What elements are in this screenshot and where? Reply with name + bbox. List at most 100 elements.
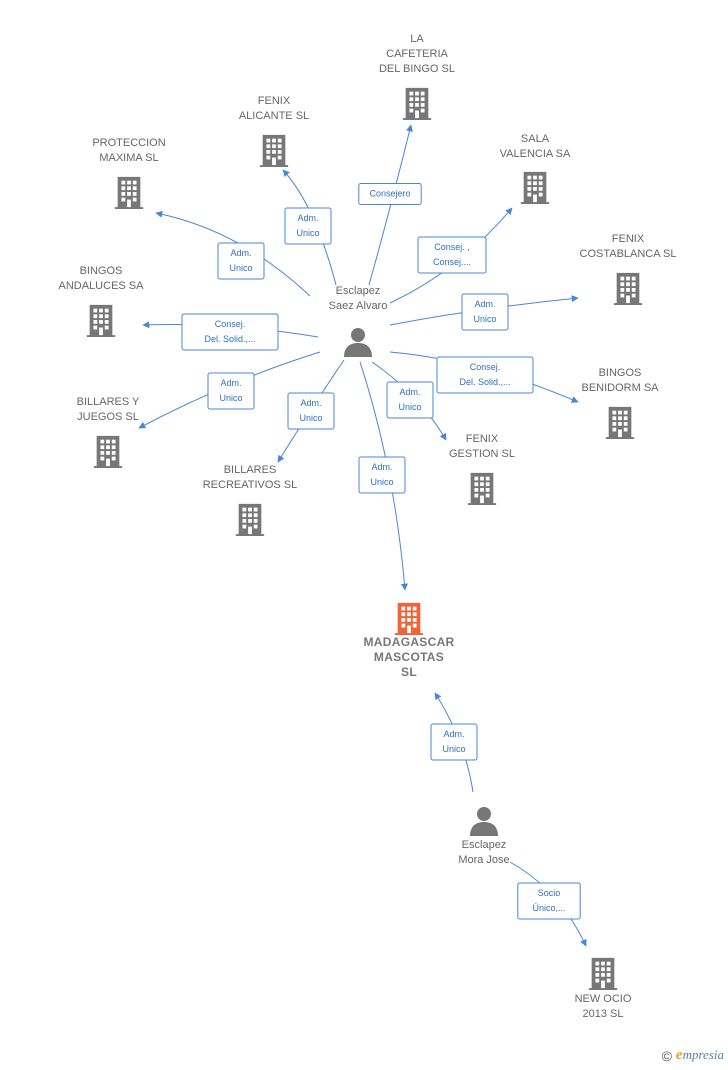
copyright-footer: © empresia [662, 1047, 724, 1064]
node-label: NEW OCIO [575, 993, 632, 1005]
node-label: Esclapez [336, 285, 381, 297]
edge-label-box[interactable] [417, 236, 487, 274]
edge-label-text: Consej. [215, 319, 246, 329]
node-label: 2013 SL [583, 1008, 624, 1020]
edge-label-box[interactable] [217, 242, 265, 280]
edge-label-box[interactable] [386, 381, 434, 419]
edge-label-box[interactable] [207, 372, 255, 410]
building-icon[interactable] [114, 176, 144, 209]
edge-label-box[interactable] [181, 313, 279, 351]
node-billares-recreativos[interactable]: BILLARES RECREATIVOS SL [203, 464, 298, 536]
edge-label-text: Adm. [474, 299, 495, 309]
edge-10[interactable]: Adm. Unico [358, 361, 408, 591]
edge-8[interactable]: Adm. Unico [138, 351, 321, 429]
node-label: SL [401, 665, 417, 679]
person-icon[interactable] [344, 328, 372, 357]
edge-label-text: Unico [473, 314, 496, 324]
node-label: COSTABLANCA SL [580, 248, 677, 260]
node-label: DEL BINGO SL [379, 63, 455, 75]
node-label: MASCOTAS [374, 650, 444, 664]
edge-label-text: Adm. [220, 378, 241, 388]
building-icon[interactable] [93, 435, 123, 468]
edge-label-text: Adm. [300, 398, 321, 408]
edge-label-box[interactable] [358, 183, 422, 205]
node-label: LA [410, 33, 424, 45]
copyright-icon: © [661, 1047, 672, 1064]
node-label: PROTECCION [92, 137, 165, 149]
building-icon[interactable] [605, 406, 635, 439]
edge-label-box[interactable] [287, 392, 335, 430]
edge-label-box[interactable] [358, 456, 406, 494]
edge-label-text: Unico [370, 477, 393, 487]
edge-label-box[interactable] [436, 356, 534, 394]
node-label: CAFETERIA [386, 48, 448, 60]
node-label: VALENCIA SA [500, 148, 571, 160]
edge-label-text: Del. Solid.,... [459, 377, 510, 387]
node-label: BILLARES Y [77, 396, 140, 408]
building-icon[interactable] [259, 134, 289, 167]
node-label: BINGOS [80, 265, 123, 277]
node-label: FENIX [258, 95, 291, 107]
edge-label-box[interactable] [461, 293, 509, 331]
edge-label-text: Unico [442, 744, 465, 754]
edge-line [155, 210, 311, 297]
edge-label-box[interactable] [284, 207, 332, 245]
node-la-cafeteria[interactable]: LA CAFETERIA DEL BINGO SL [379, 33, 455, 120]
node-label: BILLARES [224, 464, 277, 476]
node-new-ocio[interactable]: NEW OCIO 2013 SL [575, 957, 632, 1020]
edge-9[interactable]: Adm. Unico [277, 359, 345, 463]
edge-label-text: Consejero [369, 189, 410, 199]
building-icon[interactable] [520, 171, 550, 204]
node-label: RECREATIVOS SL [203, 479, 298, 491]
edge-5[interactable]: Consej. Del. Solid.,... [142, 313, 319, 351]
node-label: SALA [521, 133, 550, 145]
edge-2[interactable]: Adm.Unico [155, 210, 311, 297]
edge-1[interactable]: Adm.Unico [282, 169, 337, 286]
edge-6[interactable]: Consej.Del. Solid.,... [389, 351, 579, 403]
edge-3[interactable]: Consej. , Consej.... [389, 207, 513, 304]
node-label: JUEGOS SL [77, 411, 139, 423]
edge-line [368, 124, 413, 286]
edge-7[interactable]: Adm.Unico [371, 361, 447, 441]
building-icon[interactable] [394, 602, 424, 635]
edge-11[interactable]: Adm.Unico [430, 692, 478, 793]
building-icon[interactable] [86, 304, 116, 337]
building-icon[interactable] [613, 272, 643, 305]
edge-label-text: Adm. [297, 213, 318, 223]
edge-label-text: Adm. [371, 462, 392, 472]
edge-label-text: Adm. [230, 248, 251, 258]
node-label: Mora Jose [458, 854, 509, 866]
edge-label-box[interactable] [430, 723, 478, 761]
node-label: Saez Alvaro [329, 300, 388, 312]
edge-label-text: Socio [538, 888, 561, 898]
brand-logo[interactable]: empresia [675, 1047, 724, 1063]
edge-label-text: Consej. , [434, 242, 470, 252]
node-sala-valencia[interactable]: SALA VALENCIA SA [500, 133, 571, 204]
building-icon[interactable] [588, 957, 618, 990]
person-icon[interactable] [470, 807, 498, 836]
node-label: MADAGASCAR [364, 635, 455, 649]
edge-label-box[interactable] [517, 882, 581, 920]
edge-12[interactable]: SocioÚnico,... [509, 861, 587, 947]
building-icon[interactable] [467, 472, 497, 505]
node-billares-juegos[interactable]: BILLARES Y JUEGOS SL [77, 396, 140, 468]
edge-label-text: Del. Solid.,... [204, 334, 255, 344]
building-icon[interactable] [402, 87, 432, 120]
edge-0[interactable]: Consejero [358, 124, 422, 286]
edge-label-text: Unico [219, 393, 242, 403]
building-icon[interactable] [235, 503, 265, 536]
node-label: FENIX [466, 433, 499, 445]
edge-label-text: Consej.... [433, 257, 471, 267]
edge-4[interactable]: Adm. Unico [389, 293, 579, 331]
edge-label-text: Unico [299, 413, 322, 423]
